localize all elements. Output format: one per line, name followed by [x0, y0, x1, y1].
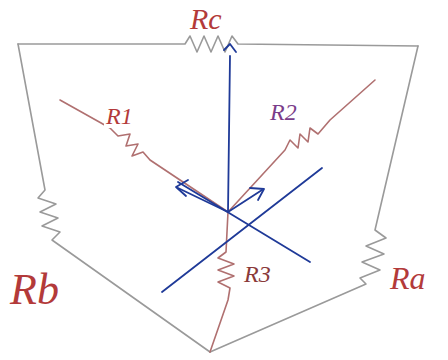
resistor-label: R2: [268, 100, 299, 124]
arrow-head: [250, 188, 264, 200]
resistor-label: Ra: [388, 262, 428, 294]
resistor-symbol: [18, 36, 418, 52]
resistor-label: R1: [104, 104, 135, 128]
resistor-label: Rb: [8, 268, 61, 312]
resistor-symbol: [210, 212, 234, 352]
resistor-symbol: [60, 100, 228, 212]
resistor-symbol: [228, 80, 375, 212]
resistor-symbol: [210, 46, 418, 352]
resistor-label: R3: [242, 262, 273, 286]
resistor-label: Rc: [188, 4, 224, 34]
axis-line: [178, 182, 310, 262]
arrow-head: [224, 44, 236, 52]
axis-line: [228, 56, 230, 212]
vector-arrow: [228, 190, 262, 212]
axis-line: [162, 168, 322, 292]
